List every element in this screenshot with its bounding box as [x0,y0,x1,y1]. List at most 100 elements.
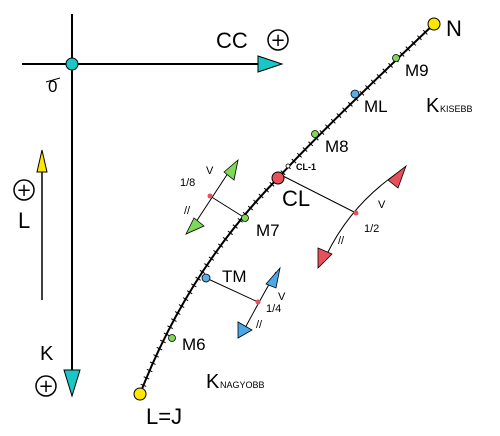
curve-tick [291,158,297,164]
curve-tick [146,368,153,373]
curve-ticks [140,24,434,387]
curve-tick [149,361,156,365]
green-arrow-up-icon [223,158,239,181]
curve-tick [178,304,185,308]
curve-tick [319,130,325,135]
label-tm: TM [222,267,247,286]
curve-tick [156,346,163,351]
label-ml: ML [364,97,388,116]
curve-tick [204,263,210,268]
curve-tick [208,256,215,261]
point-cl [271,171,285,185]
origin-slash [45,77,61,83]
point-lj [133,387,147,401]
point-m8 [311,130,319,138]
curve-tick [174,311,181,315]
l-plus-sign: + [16,180,31,201]
curve-tick [163,332,170,337]
curve-tick [191,283,197,288]
curve-tick [227,230,233,236]
curve-tick [237,218,243,223]
k-upper-main: K [426,95,440,117]
l-label: L [18,208,30,233]
red-arrow-down-icon [317,247,333,269]
point-tm [201,273,211,283]
red-offset-line [282,175,357,214]
green-bottom-mark: // [184,205,191,217]
red-offset-point [353,210,359,216]
red-cross-curve [325,173,397,257]
red-fraction: 1/2 [364,223,379,235]
green-fraction: 1/8 [180,177,195,189]
curve-tick [182,297,189,302]
cc-label: CC [216,28,248,53]
k-axis-arrow-icon [63,369,81,398]
k-lower-main: K [206,371,220,393]
label-cl: CL [282,186,310,211]
curve-tick [411,40,417,46]
point-m6 [168,334,176,342]
curve-tick [195,276,201,281]
green-arrow-down-icon [185,217,205,235]
curve-tick [388,62,394,68]
k-label: K [40,343,54,365]
curve-tick [222,237,229,242]
origin-label: 0 [48,77,57,96]
blue-offset-line [205,277,259,303]
curve-tick [417,35,422,41]
curve-tick [167,325,174,329]
l-arrow-icon [36,149,48,173]
label-m6: M6 [182,335,206,354]
curve-tick [253,199,259,205]
point-ml [350,89,360,99]
curve-tick [347,101,353,107]
l-plus-icon [13,179,35,201]
curve-tick [336,113,342,119]
curve-tick [365,85,370,91]
curve-tick [342,107,348,113]
curve-tick [422,29,428,35]
curve-tick [170,318,177,322]
k-upper-sub: KISEBB [440,104,473,114]
curve-tick [258,193,264,199]
cc-axis-arrow-icon [257,55,284,73]
blue-arrow-up-icon [265,266,281,289]
green-offset-line [209,195,246,219]
curve-tick [399,51,405,57]
curve-tick [153,354,160,358]
red-arrow-up-icon [387,164,407,189]
curve-tick [143,376,150,380]
curve-tick [160,339,166,344]
curve-tick [370,79,376,85]
curve-tick [217,243,224,248]
curve-tick [330,118,336,124]
curve-tick [186,290,193,295]
curve-tick [302,147,308,153]
curve-tick [232,224,238,229]
label-n: N [446,16,462,41]
curve-tick [199,269,206,274]
curve-tick [308,141,314,147]
curve-tick [359,90,365,96]
curve-tick [382,68,388,74]
red-bottom-mark: // [338,235,345,247]
green-top-mark: V [206,165,214,177]
curve-tick [140,383,147,387]
k-plus-sign: + [38,376,53,397]
blue-bottom-mark: // [256,319,263,331]
curve-tick [263,187,269,193]
k-plus-icon [35,375,57,397]
blue-offset-point [255,299,261,305]
blue-arrow-down-icon [237,321,253,339]
curve-tick [213,249,219,255]
curve-tick [296,152,302,158]
curve-tick [405,46,411,52]
curve-tick [280,170,286,176]
point-cl1 [285,163,291,169]
label-lj: L=J [146,404,182,429]
curve-tick [376,73,382,80]
curve-tick [269,181,275,187]
cc-plus-icon [267,29,289,51]
